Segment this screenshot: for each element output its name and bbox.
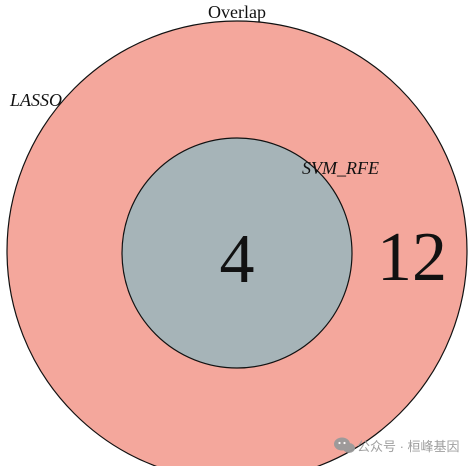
lasso-label: LASSO [9,90,62,110]
overlap-count: 4 [220,221,255,298]
diagram-title: Overlap [208,2,266,22]
svm-rfe-label: SVM_RFE [302,158,379,178]
wechat-icon [334,437,355,453]
watermark-text: 公众号 · 桓峰基因 [357,439,460,454]
lasso-only-count: 12 [377,219,447,296]
watermark: 公众号 · 桓峰基因 [334,437,460,454]
wechat-eye-left [338,441,341,445]
svm-rfe-circle [121,137,353,369]
wechat-eye-right [343,441,346,445]
wechat-bubble-small [343,443,355,453]
